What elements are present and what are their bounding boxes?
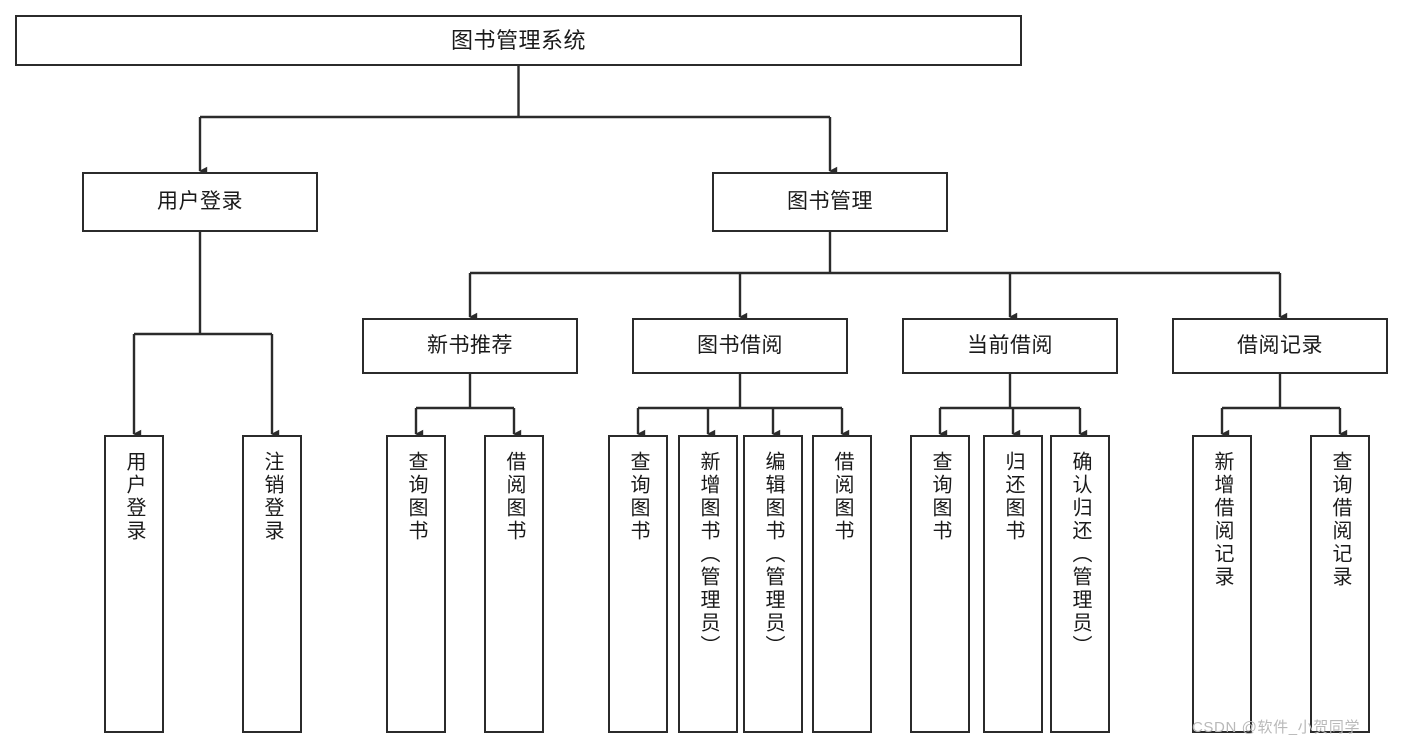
node-leaf-add-book[interactable]: 新增图书（管理员） (678, 435, 738, 733)
node-label: 查询图书 (405, 451, 427, 543)
node-label: 确认归还（管理员） (1069, 451, 1091, 658)
node-leaf-query-book-2[interactable]: 查询图书 (608, 435, 668, 733)
node-leaf-user-login[interactable]: 用户登录 (104, 435, 164, 733)
node-leaf-edit-book[interactable]: 编辑图书（管理员） (743, 435, 803, 733)
edge-group (132, 66, 1348, 439)
node-label: 新增图书（管理员） (697, 451, 719, 658)
node-leaf-return-book[interactable]: 归还图书 (983, 435, 1043, 733)
node-new-book-recommend[interactable]: 新书推荐 (362, 318, 578, 374)
node-user-login[interactable]: 用户登录 (82, 172, 318, 232)
node-label: 新增借阅记录 (1211, 451, 1233, 589)
node-leaf-borrow-book-1[interactable]: 借阅图书 (484, 435, 544, 733)
node-borrow-record[interactable]: 借阅记录 (1172, 318, 1388, 374)
node-label: 编辑图书（管理员） (762, 451, 784, 658)
node-leaf-logout[interactable]: 注销登录 (242, 435, 302, 733)
node-label: 归还图书 (1002, 451, 1024, 543)
node-label: 用户登录 (123, 451, 145, 543)
node-leaf-query-book-1[interactable]: 查询图书 (386, 435, 446, 733)
node-label: 借阅图书 (503, 451, 525, 543)
node-label: 借阅图书 (831, 451, 853, 543)
node-label: 查询图书 (929, 451, 951, 543)
node-leaf-confirm-return[interactable]: 确认归还（管理员） (1050, 435, 1110, 733)
node-label: 注销登录 (261, 451, 283, 543)
node-label: 新书推荐 (427, 333, 513, 357)
node-label: 用户登录 (157, 189, 243, 213)
node-label: 图书管理 (787, 189, 873, 213)
node-label: 图书借阅 (697, 333, 783, 357)
node-root[interactable]: 图书管理系统 (15, 15, 1022, 66)
node-label: 图书管理系统 (450, 27, 586, 53)
node-leaf-query-record[interactable]: 查询借阅记录 (1310, 435, 1370, 733)
node-book-borrow[interactable]: 图书借阅 (632, 318, 848, 374)
node-label: 借阅记录 (1237, 333, 1323, 357)
node-leaf-borrow-book-2[interactable]: 借阅图书 (812, 435, 872, 733)
node-label: 当前借阅 (967, 333, 1053, 357)
node-label: 查询图书 (627, 451, 649, 543)
node-current-borrow[interactable]: 当前借阅 (902, 318, 1118, 374)
node-label: 查询借阅记录 (1329, 451, 1351, 589)
node-leaf-add-record[interactable]: 新增借阅记录 (1192, 435, 1252, 733)
node-leaf-query-book-3[interactable]: 查询图书 (910, 435, 970, 733)
node-book-manage[interactable]: 图书管理 (712, 172, 948, 232)
